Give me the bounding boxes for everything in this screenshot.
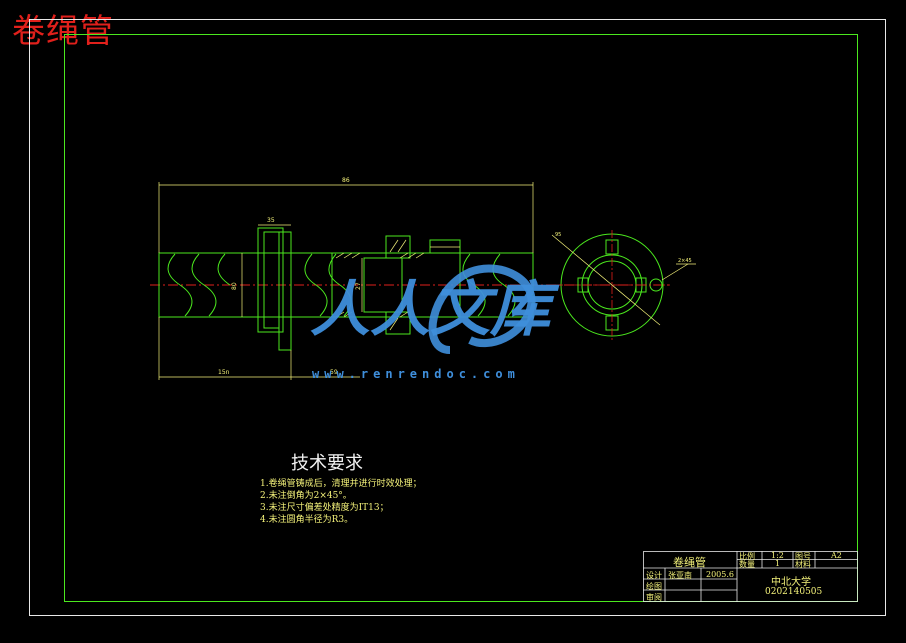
dimension-lines [158, 182, 534, 380]
title-block-grid [643, 551, 858, 602]
student-id: 0202140505 [765, 587, 823, 597]
technical-requirements-title: 技术要求 [291, 453, 363, 474]
scale-value: 1:2 [771, 551, 784, 560]
requirement-item: 1.卷绳管铸成后，清理并进行时效处理； [260, 479, 422, 489]
section-hatching [335, 239, 425, 331]
helical-groove-middle [304, 253, 352, 317]
designer-name: 张亚南 [668, 571, 692, 580]
designer-label: 设计 [646, 571, 662, 580]
dim-shaft-diameter: 80 [231, 282, 238, 290]
material-label: 材料 [795, 560, 811, 569]
part-name: 卷绳管 [673, 556, 706, 569]
drawing-no-value: A2 [831, 551, 842, 560]
sleeve-section [331, 235, 461, 335]
watermark-url: www.renrendoc.com [312, 367, 520, 381]
dim-overall-length: 86 [342, 177, 350, 184]
dimension-texts: 86 35 15n 59 80 27 [218, 177, 362, 376]
dim-left-length: 15n [218, 369, 230, 376]
dim-end-diameter: 95 [555, 232, 561, 238]
scale-label: 比例 [739, 552, 755, 561]
inner-border-frame [64, 34, 858, 602]
technical-requirements-list: 1.卷绳管铸成后，清理并进行时效处理； 2.未注倒角为2×45°。 3.未注尺寸… [260, 478, 422, 526]
drawing-no-label: 图号 [795, 552, 811, 561]
requirement-item: 4.未注圆角半径为R3。 [260, 515, 354, 525]
requirement-item: 3.未注尺寸偏差处精度为IT13； [260, 503, 389, 513]
helical-groove-left [167, 253, 231, 317]
dim-middle-length: 59 [330, 369, 338, 376]
dim-hole-callout: 2×45 [678, 258, 692, 264]
end-view-leaders [551, 234, 696, 326]
design-date: 2005.6 [706, 570, 734, 579]
requirement-item: 2.未注倒角为2×45°。 [260, 491, 352, 501]
dim-flange-width: 35 [267, 217, 275, 224]
watermark-brand: 人人文库 [310, 275, 560, 345]
flange [257, 227, 292, 351]
quantity-value: 1 [775, 559, 781, 568]
quantity-label: 数量 [739, 560, 755, 569]
watermark-logo: 人人文库 [310, 264, 560, 354]
watermark-swoosh [428, 264, 536, 354]
reviewer-label: 审阅 [646, 593, 662, 602]
title-block: 卷绳管 比例 1:2 图号 A2 数量 1 材料 设计 张亚南 2005.6 绘… [643, 551, 858, 602]
document-title: 卷绳管 [12, 11, 114, 50]
outer-border-frame [29, 19, 886, 616]
organization: 中北大学 [771, 577, 811, 588]
dim-sleeve-diameter: 27 [355, 282, 362, 290]
draftsman-label: 绘图 [646, 582, 662, 591]
